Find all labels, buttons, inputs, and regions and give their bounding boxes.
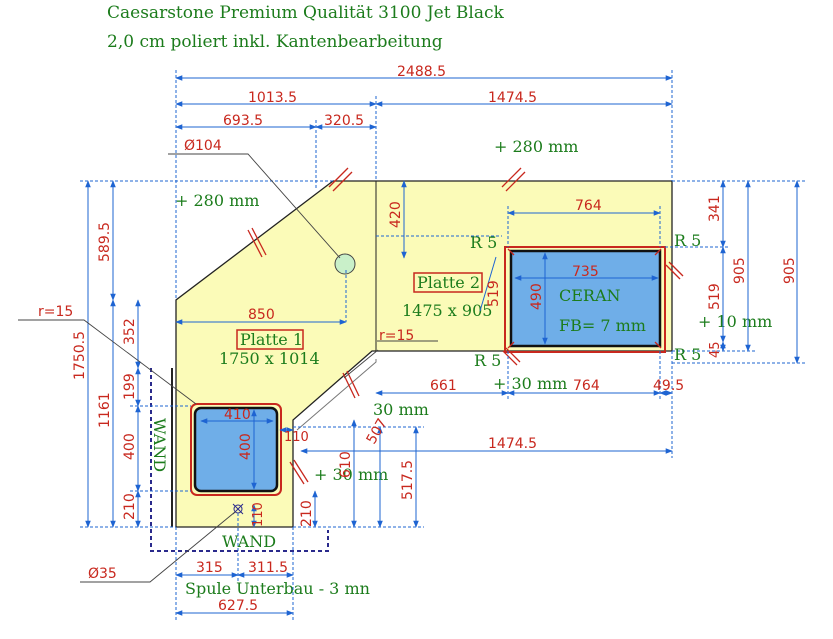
- dim-1013: 1013.5: [248, 90, 297, 106]
- plate2-size: 1475 x 905: [402, 301, 492, 320]
- dim-610: 610: [338, 451, 354, 478]
- dim-490: 490: [529, 283, 545, 310]
- header-finish: 2,0 cm poliert inkl. Kantenbearbeitung: [107, 32, 443, 52]
- dim-110: 110: [284, 430, 309, 445]
- dim-341: 341: [707, 195, 723, 222]
- ceran-thickness: FB= 7 mm: [559, 316, 646, 335]
- dim-dia104: Ø104: [184, 138, 222, 154]
- header-material: Caesarstone Premium Qualität 3100 Jet Bl…: [107, 3, 504, 23]
- dim-311: 311.5: [248, 560, 288, 576]
- dim-627: 627.5: [218, 598, 258, 614]
- note-30-a: + 30 mm: [493, 374, 567, 393]
- dim-735: 735: [572, 264, 599, 280]
- dim-519: 519: [707, 283, 723, 310]
- inner-offset-line: [296, 359, 377, 431]
- ceran-label: CERAN: [559, 286, 621, 305]
- plate1-label-box: [236, 329, 304, 350]
- plate1-size: 1750 x 1014: [219, 349, 320, 368]
- wall-label-bottom: WAND: [222, 532, 276, 551]
- dim-764-top: 764: [575, 198, 602, 214]
- plate2-label-box: [413, 272, 483, 293]
- note-30-c: + 30 mm: [314, 465, 388, 484]
- dim-1474-bottom: 1474.5: [488, 436, 537, 452]
- dim-110-b: 110: [251, 502, 266, 527]
- dim-517: 517.5: [400, 460, 416, 500]
- note-spule: Spule Unterbau - 3 mn: [185, 579, 370, 598]
- wall-outline: [150, 368, 329, 552]
- dim-519-plate: 519: [486, 280, 502, 307]
- dim-1161: 1161: [97, 392, 113, 428]
- dim-320: 320.5: [324, 113, 364, 129]
- note-30-b: 30 mm: [373, 400, 429, 419]
- radius-markers: [507, 248, 662, 349]
- dim-589: 589.5: [97, 222, 113, 262]
- radius-r5-top-left: R 5: [470, 233, 497, 252]
- dim-693: 693.5: [223, 113, 263, 129]
- dim-507: 507: [364, 416, 391, 447]
- dim-661: 661: [430, 378, 457, 394]
- dim-2488: 2488.5: [397, 64, 446, 80]
- ceran-cooktop: [509, 249, 662, 348]
- dim-210-left: 210: [122, 493, 138, 520]
- radius-r5-bottom-left: R 5: [474, 351, 501, 370]
- radius-r5-bottom-right: R 5: [674, 345, 701, 364]
- dim-410: 410: [224, 407, 251, 423]
- dim-49: 49.5: [653, 378, 684, 394]
- edge-marks: [247, 167, 684, 485]
- dim-dia35: Ø35: [88, 566, 117, 582]
- leader-lines: [18, 153, 438, 583]
- dim-r15-left: r=15: [38, 304, 73, 320]
- dim-45: 45: [708, 341, 723, 358]
- sink-cutout-outer: [190, 403, 282, 496]
- dim-764-bottom: 764: [573, 378, 600, 394]
- dim-210-right: 210: [299, 500, 315, 527]
- dim-r15-corner: r=15: [379, 328, 414, 344]
- ceran-cutout-outer: [504, 246, 666, 353]
- dim-1750: 1750.5: [72, 331, 88, 380]
- dim-1474-top: 1474.5: [488, 90, 537, 106]
- dimension-lines: [80, 70, 805, 620]
- wall-label-left: WAND: [150, 418, 169, 472]
- dim-199: 199: [122, 373, 138, 400]
- note-280-top: + 280 mm: [494, 137, 578, 156]
- note-10: + 10 mm: [698, 312, 772, 331]
- dim-400-left: 400: [122, 433, 138, 460]
- note-280-left: + 280 mm: [175, 191, 259, 210]
- dim-905-b: 905: [782, 257, 798, 284]
- dim-905-a: 905: [732, 257, 748, 284]
- corner-hole: [334, 253, 356, 275]
- dim-850: 850: [248, 307, 275, 323]
- plate1-name: Platte 1: [240, 330, 303, 349]
- dim-400-sink: 400: [238, 433, 254, 460]
- plate2-name: Platte 2: [417, 273, 480, 292]
- dim-352: 352: [122, 318, 138, 345]
- dim-315: 315: [196, 560, 223, 576]
- radius-r5-top-right: R 5: [674, 231, 701, 250]
- dim-420: 420: [388, 201, 404, 228]
